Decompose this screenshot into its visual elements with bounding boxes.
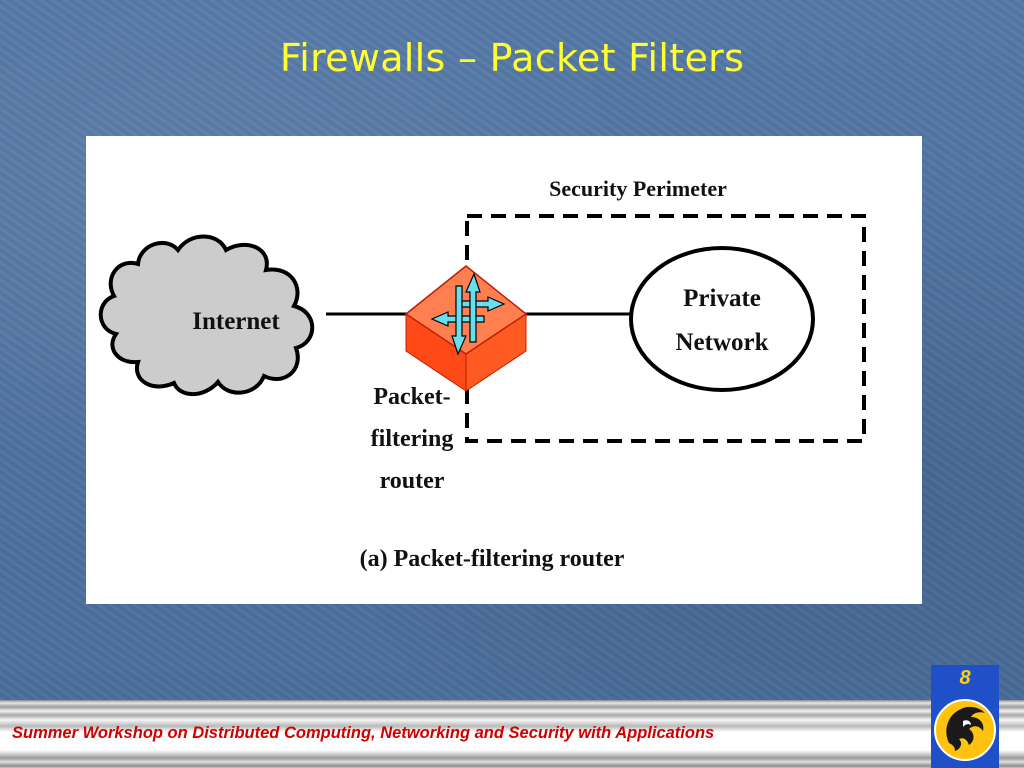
internet-label: Internet [192, 308, 280, 335]
private-network-label-line-1: Private [683, 285, 761, 312]
cloud-icon [98, 234, 315, 397]
router-icon [404, 265, 528, 392]
diagram-figure: Security Perimeter Internet Packet- filt… [86, 136, 922, 604]
page-number: 8 [959, 667, 971, 689]
private-network-label-line-2: Network [675, 329, 768, 356]
logo-icon [934, 699, 996, 761]
footer-band [0, 700, 1024, 768]
security-perimeter-label: Security Perimeter [549, 176, 727, 201]
footer-text: Summer Workshop on Distributed Computing… [12, 724, 715, 742]
router-label-line-3: router [380, 468, 445, 494]
private-network-node [629, 246, 815, 392]
diagram-svg: Security Perimeter Internet Packet- filt… [98, 176, 866, 572]
router-label-line-2: filtering [371, 426, 454, 452]
figure-caption: (a) Packet-filtering router [360, 546, 625, 572]
router-label-line-1: Packet- [373, 384, 450, 410]
slide-title: Firewalls – Packet Filters [279, 36, 745, 80]
